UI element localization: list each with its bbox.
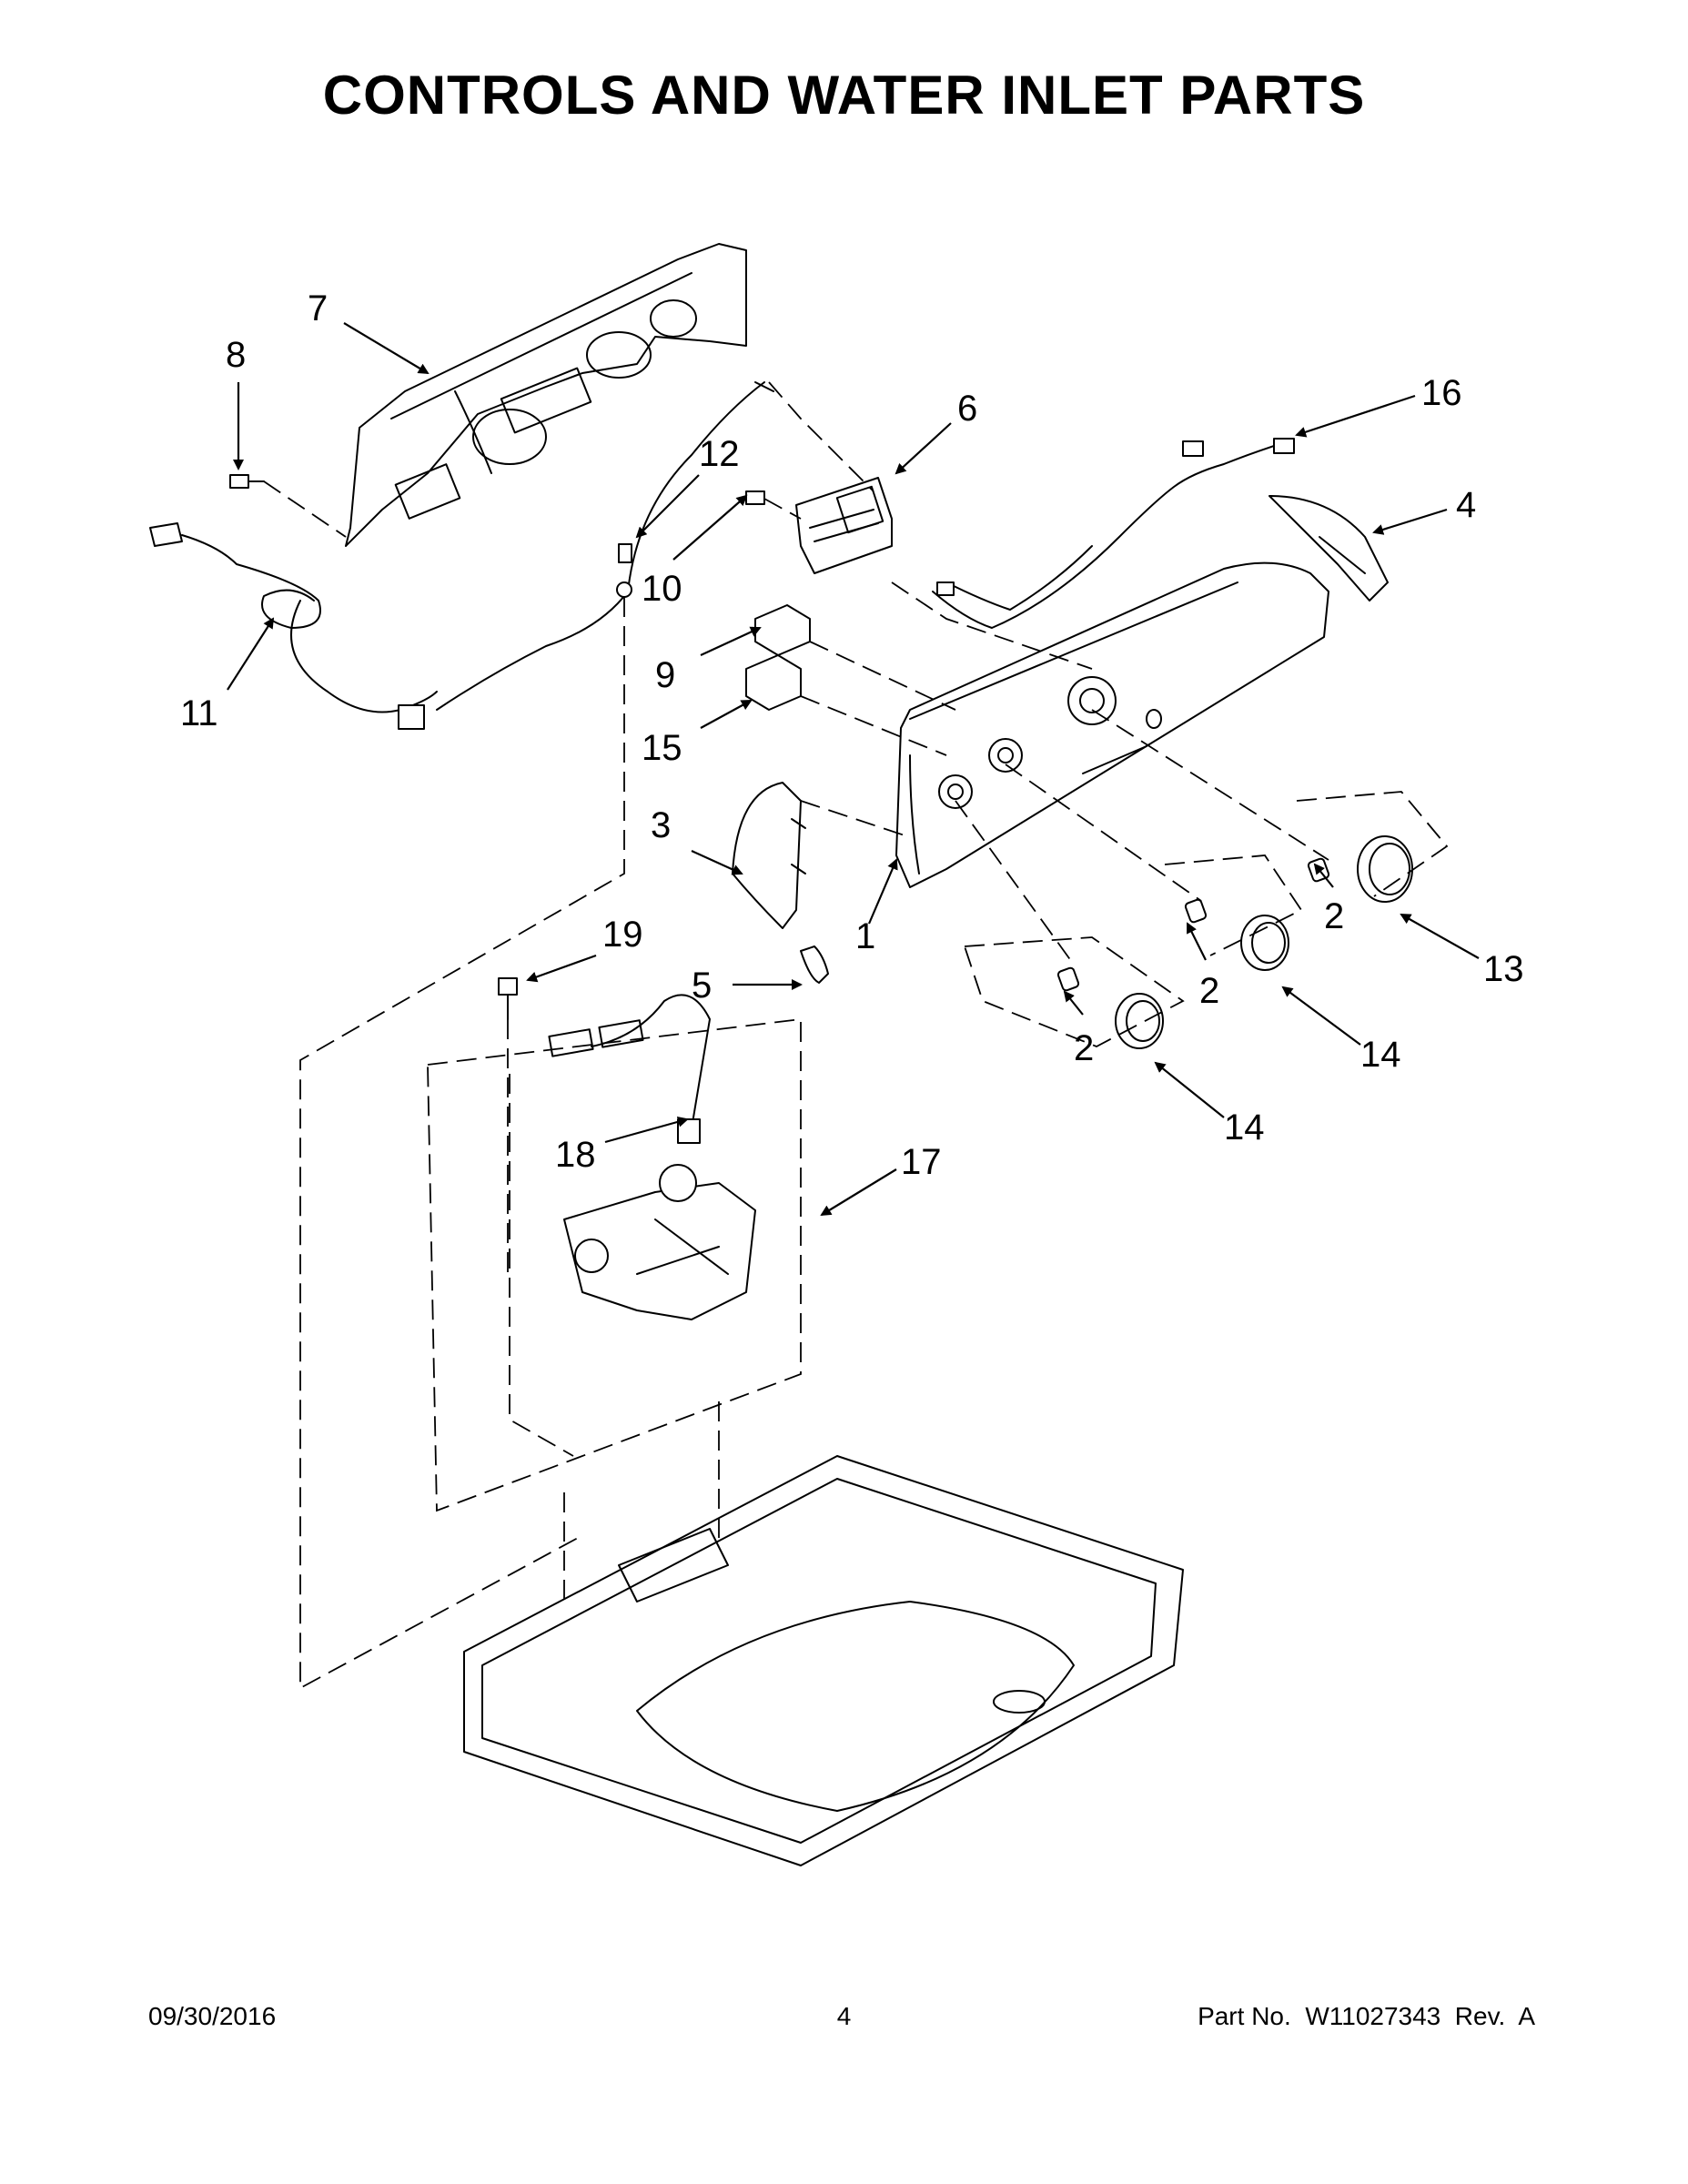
- callout-2c: 2: [1074, 1028, 1094, 1068]
- switch-part-9: [754, 604, 811, 656]
- callout-9: 9: [655, 655, 675, 695]
- callout-15: 15: [642, 728, 682, 768]
- callout-1: 1: [855, 916, 875, 956]
- callout-2a: 2: [1324, 896, 1344, 936]
- callout-16: 16: [1421, 373, 1462, 413]
- knob-part-14b: [1115, 993, 1164, 1049]
- screw-part-10: [745, 490, 765, 505]
- ground-screw-part: [616, 543, 632, 598]
- page-title: CONTROLS AND WATER INLET PARTS: [322, 65, 1366, 126]
- callout-5: 5: [692, 966, 712, 1006]
- screw-part-8: [229, 474, 265, 489]
- console-rear-panel-part: [345, 243, 747, 547]
- knob-insert-part-3: [1056, 966, 1080, 992]
- callout-11: 11: [180, 693, 218, 733]
- control-board-part: [795, 477, 893, 574]
- clip-part: [800, 945, 829, 984]
- callout-14b: 14: [1224, 1107, 1265, 1148]
- footer-date: 09/30/2016: [148, 2002, 277, 2030]
- callout-10: 10: [642, 569, 682, 609]
- screw-part-19: [498, 977, 518, 1020]
- console-part: [895, 561, 1329, 888]
- callout-17: 17: [901, 1142, 942, 1182]
- callout-18: 18: [555, 1135, 596, 1175]
- footer-part-number: Part No. W11027343 Rev. A: [1198, 2002, 1535, 2030]
- power-cord-part: [149, 522, 438, 730]
- right-end-cap-part: [1269, 495, 1389, 602]
- callout-12: 12: [699, 434, 740, 474]
- switch-part-15: [745, 654, 802, 711]
- callout-3: 3: [651, 805, 671, 845]
- callout-19: 19: [602, 915, 643, 955]
- knob-part-14a: [1240, 915, 1289, 971]
- knob-part-13: [1357, 835, 1413, 903]
- callout-13: 13: [1483, 949, 1524, 989]
- callout-14a: 14: [1360, 1035, 1401, 1075]
- inlet-wire-harness-part: [548, 994, 711, 1144]
- left-end-cap-part: [732, 782, 806, 929]
- knob-insert-part-2: [1184, 898, 1208, 924]
- callout-7: 7: [308, 288, 328, 329]
- footer-page-number: 4: [836, 2002, 852, 2030]
- main-wire-harness-part: [932, 438, 1295, 629]
- callout-4: 4: [1456, 485, 1476, 525]
- cabinet-top-part: [463, 1455, 1184, 1866]
- callout-6: 6: [957, 389, 977, 429]
- callout-8: 8: [226, 335, 246, 375]
- callout-2b: 2: [1199, 971, 1219, 1011]
- water-valve-part: [563, 1164, 756, 1320]
- wire-harness-part: [436, 381, 774, 711]
